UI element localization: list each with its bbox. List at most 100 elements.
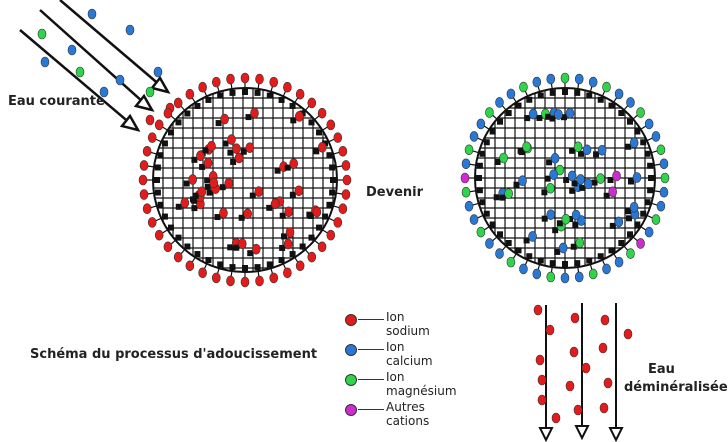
input-arrowhead-1 (119, 113, 141, 132)
magnesium-ion (519, 81, 528, 93)
calcium-ion (614, 88, 624, 100)
input-arrow-3 (59, 0, 169, 93)
output-arrowhead-2 (574, 425, 590, 441)
calcium-ion (153, 66, 163, 78)
sodium-ion (207, 140, 216, 152)
calcium-ion (629, 201, 639, 213)
sodium-ion (254, 186, 264, 197)
calcium-ion (554, 109, 563, 120)
sodium-ion (581, 362, 591, 374)
sodium-ion (145, 114, 155, 126)
magnesium-ion (555, 164, 565, 176)
sodium-ion (197, 186, 207, 198)
legend-connector (358, 319, 384, 320)
calcium-ion (87, 8, 97, 20)
magnesium-ion (145, 86, 155, 98)
sodium-ion (232, 143, 241, 154)
calcium-ion-swatch (345, 344, 357, 356)
sodium-ion (147, 132, 157, 143)
sodium-ion (294, 185, 304, 197)
output-water-label-line2: déminéralisée (624, 380, 728, 395)
sodium-ion (224, 177, 234, 189)
input-arrowhead-2 (133, 93, 155, 112)
magnesium-ion (506, 256, 516, 268)
sodium-ion (198, 267, 207, 279)
calcium-ion (644, 226, 654, 238)
calcium-ion (567, 170, 577, 182)
sodium-ion (598, 342, 608, 354)
sodium-ion (142, 145, 152, 157)
calcium-ion (602, 263, 611, 275)
calcium-ion (532, 268, 542, 280)
sodium-ion (326, 119, 336, 131)
magnesium-ion (461, 186, 471, 198)
magnesium-ion (546, 271, 556, 283)
sodium-ion (569, 346, 579, 358)
sodium-ion (545, 324, 555, 336)
calcium-ion (576, 174, 585, 185)
calcium-ion (546, 209, 556, 220)
sodium-ion (138, 174, 148, 186)
magnesium-ion (575, 237, 585, 249)
sodium-ion (185, 260, 195, 272)
sodium-ion (285, 227, 295, 238)
sodium-ion (255, 275, 264, 287)
magnesium-ion (656, 144, 666, 156)
sodium-ion (342, 174, 352, 186)
calcium-ion (549, 169, 558, 180)
magnesium-ion (602, 81, 611, 93)
sodium-ion (317, 142, 327, 153)
sodium-ion (570, 312, 580, 324)
calcium-ion (571, 209, 581, 221)
legend-connector (358, 409, 384, 410)
sodium-ion (537, 374, 547, 386)
magnesium-ion (560, 72, 570, 84)
sodium-ion (245, 142, 255, 154)
calcium-ion (469, 131, 479, 142)
sodium-ion-swatch (345, 314, 357, 326)
magnesium-ion (522, 141, 531, 153)
magnesium-ion (485, 107, 494, 118)
output-arrowhead-3 (608, 427, 624, 442)
calcium-ion (582, 144, 592, 156)
input-water-label: Eau courante (8, 94, 105, 109)
sodium-ion (220, 113, 229, 125)
calcium-ion (632, 172, 642, 183)
sodium-ion (341, 160, 351, 171)
sodium-ion (163, 241, 173, 253)
calcium-ion (651, 131, 661, 142)
magnesium-ion (504, 188, 513, 199)
magnesium-ion (626, 248, 635, 259)
calcium-ion (115, 74, 125, 86)
sodium-ion (227, 134, 236, 145)
calcium-ion (659, 186, 669, 198)
sodium-ion (219, 207, 228, 219)
sodium-ion (250, 107, 259, 119)
sodium-ion (255, 73, 264, 85)
input-arrow-2 (39, 9, 153, 111)
legend-label: Autres cations (386, 400, 430, 428)
sodium-ion (269, 76, 279, 88)
legend-label: Ion sodium (386, 310, 430, 338)
calcium-ion (469, 214, 479, 225)
sodium-ion (270, 198, 280, 210)
sodium-ion (603, 377, 613, 389)
sodium-ion (537, 394, 547, 406)
sodium-ion (196, 150, 205, 162)
diagram-caption: Schéma du processus d'adoucissement (30, 347, 318, 362)
calcium-ion (574, 271, 584, 283)
sodium-ion (599, 402, 609, 414)
sodium-ion (240, 72, 250, 84)
sodium-ion (295, 260, 305, 272)
magnesium-ion (660, 172, 670, 184)
other-cation (612, 170, 621, 182)
sodium-ion (284, 206, 294, 218)
calcium-ion (506, 88, 516, 100)
magnesium-ion (499, 152, 508, 164)
sodium-ion (240, 276, 250, 288)
magnesium-ion (476, 226, 486, 238)
output-arrowhead-1 (538, 427, 554, 442)
sodium-ion (185, 88, 195, 100)
calcium-ion (519, 263, 528, 275)
